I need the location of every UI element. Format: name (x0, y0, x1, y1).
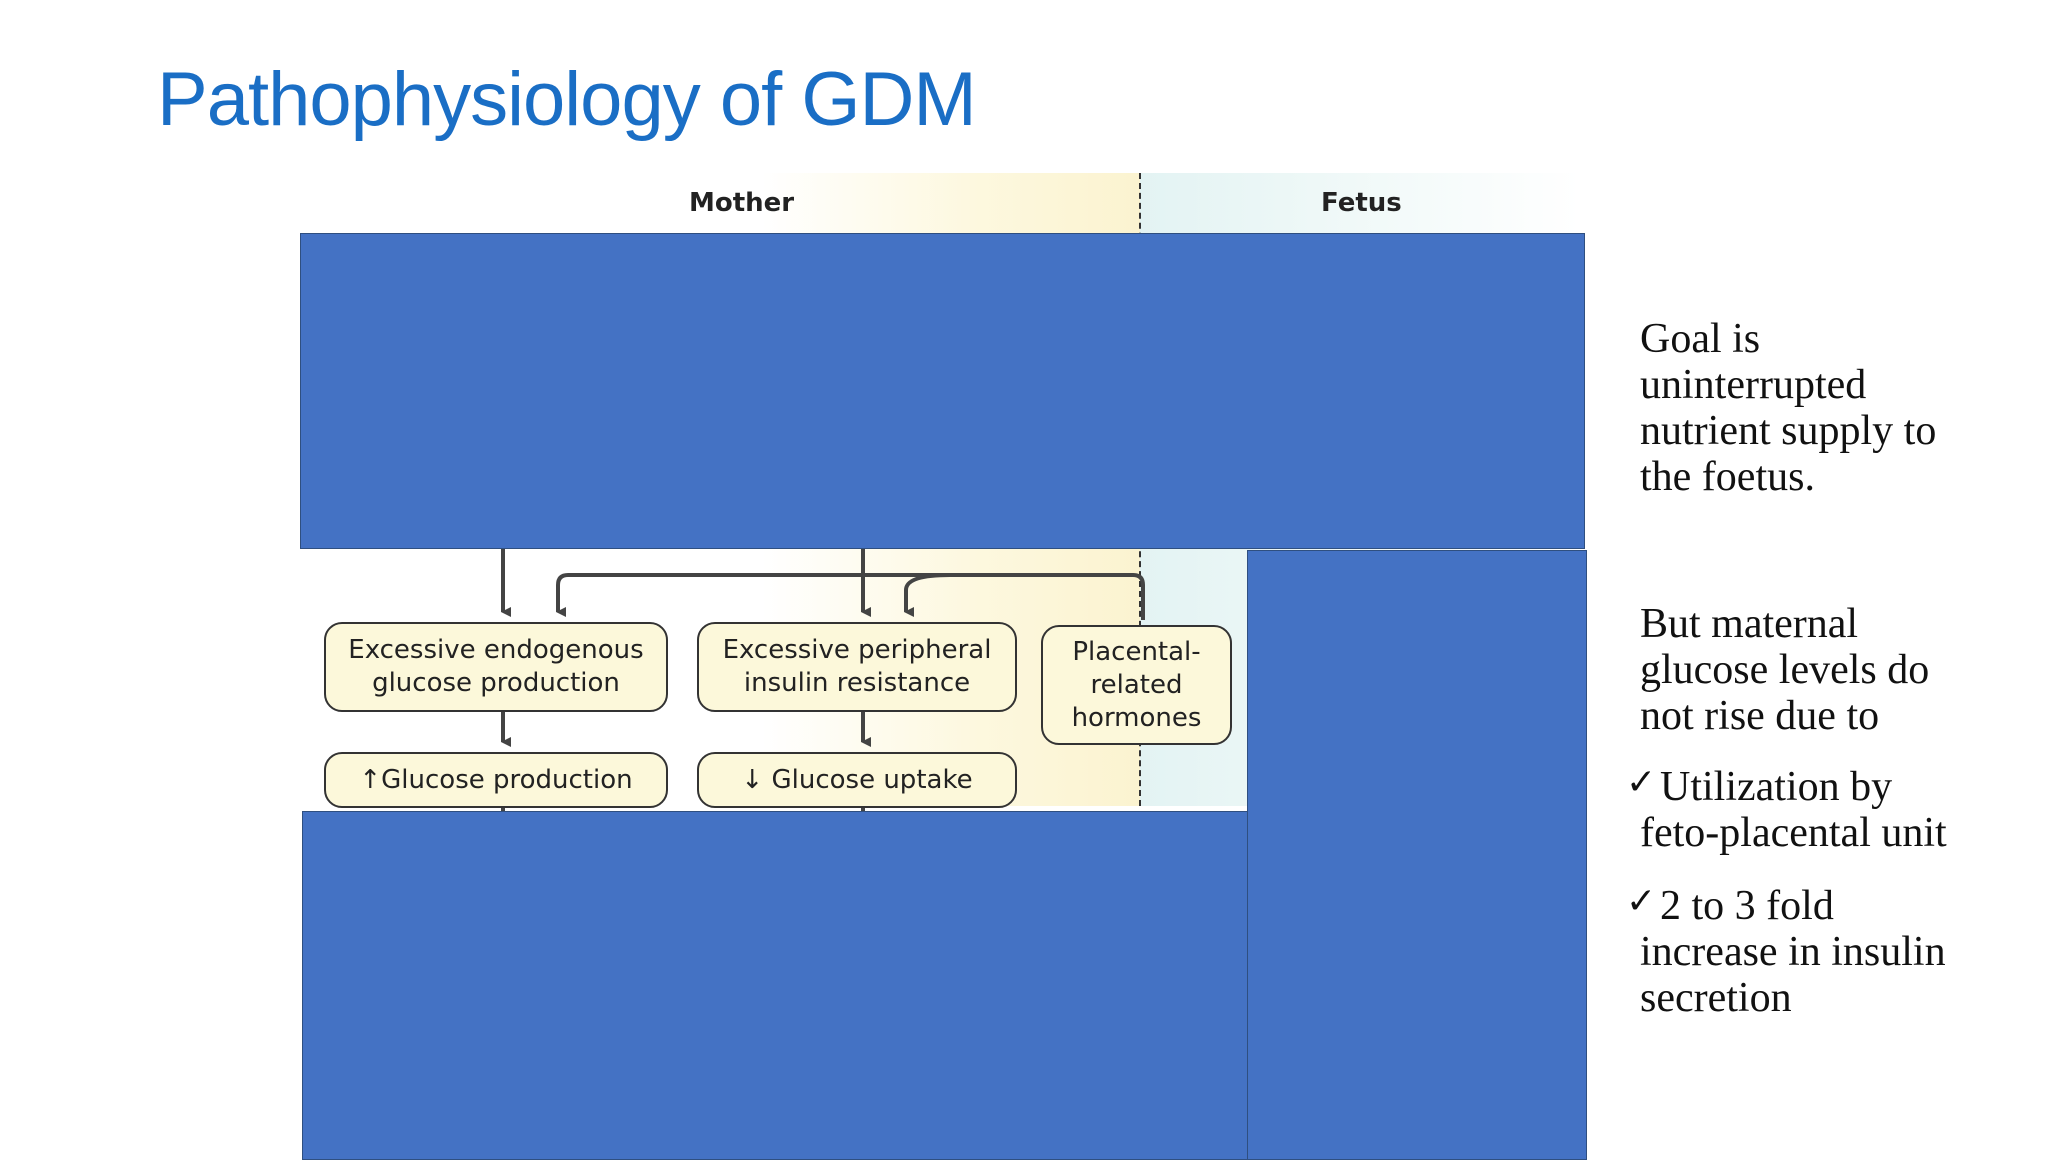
checkmark-icon: ✓ (1626, 881, 1657, 922)
box-line: ↓ Glucose uptake (741, 764, 973, 795)
note-line: Utilization by (1660, 764, 1893, 810)
box-line: ↑Glucose production (359, 764, 633, 795)
placental-feedback-line (556, 573, 1145, 620)
goal-note: Goal is uninterrupted nutrient supply to… (1640, 316, 1936, 500)
note-line: Goal is (1640, 316, 1761, 362)
box-line: Excessive endogenous (348, 635, 644, 665)
overlay-block-right (1247, 550, 1587, 1160)
box-line: Placental- (1072, 636, 1201, 667)
checkmark-icon: ✓ (1626, 762, 1657, 803)
note-line: increase in insulin (1640, 929, 1946, 975)
box-line: Excessive peripheral (722, 635, 992, 665)
placental-feedback-branch (904, 573, 951, 617)
excessive-peripheral-insulin-box: Excessive peripheral insulin resistance (697, 622, 1017, 712)
box-line: related (1090, 669, 1183, 700)
slide-title: Pathophysiology of GDM (157, 57, 977, 142)
placental-hormones-box: Placental- related hormones (1041, 625, 1232, 745)
note-line: secretion (1640, 975, 1792, 1021)
glucose-production-box: ↑Glucose production (324, 752, 668, 808)
note-line: glucose levels do (1640, 647, 1930, 693)
overlay-block-top (300, 233, 1585, 549)
maternal-glucose-note: But maternal glucose levels do not rise … (1640, 601, 1929, 739)
glucose-uptake-box: ↓ Glucose uptake (697, 752, 1017, 808)
excessive-endogenous-glucose-box: Excessive endogenous glucose production (324, 622, 668, 712)
fetus-label: Fetus (1321, 188, 1402, 218)
box-line: hormones (1071, 702, 1202, 733)
note-line: uninterrupted (1640, 362, 1867, 408)
note-line: not rise due to (1640, 693, 1880, 739)
box-line: glucose production (372, 668, 620, 698)
utilization-item: ✓ Utilization by feto-placental unit (1626, 762, 1947, 856)
overlay-block-bottom (302, 811, 1248, 1160)
note-line: But maternal (1640, 601, 1859, 647)
note-line: 2 to 3 fold (1660, 883, 1834, 929)
note-line: the foetus. (1640, 454, 1815, 500)
note-line: nutrient supply to (1640, 408, 1937, 454)
box-line: insulin resistance (743, 668, 971, 698)
insulin-secretion-item: ✓ 2 to 3 fold increase in insulin secret… (1626, 881, 1946, 1021)
note-line: feto-placental unit (1640, 810, 1947, 856)
mother-label: Mother (689, 188, 795, 218)
